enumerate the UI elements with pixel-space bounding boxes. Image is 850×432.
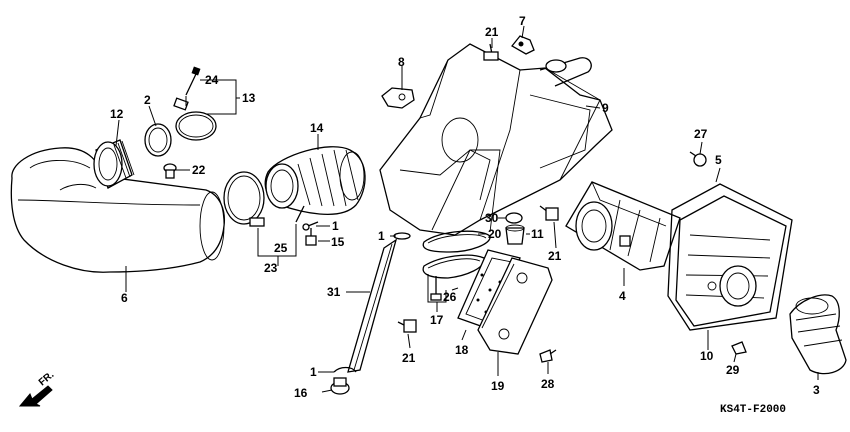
part-1-clip-lower xyxy=(333,366,357,373)
callout-26: 26 xyxy=(443,290,457,304)
part-25-clamp-band xyxy=(223,171,265,227)
callout-14: 14 xyxy=(310,121,324,135)
part-5-gasket xyxy=(667,183,793,331)
leader-lines xyxy=(115,25,819,393)
part-1-clip-mid xyxy=(393,232,411,240)
part-17-screw xyxy=(430,276,442,301)
callout-21-right: 21 xyxy=(548,249,562,263)
callout-1-upper: 1 xyxy=(332,219,339,233)
callout-29: 29 xyxy=(726,363,740,377)
fr-label: FR. xyxy=(37,369,57,388)
callout-16: 16 xyxy=(294,386,308,400)
part-26-seal xyxy=(422,254,485,279)
part-7-clip xyxy=(511,35,535,55)
part-31-tube xyxy=(347,238,398,373)
part-21-bolt-right xyxy=(539,205,559,221)
part-1-clip-upper xyxy=(302,221,319,231)
part-4-element-assy xyxy=(565,181,681,271)
callout-6: 6 xyxy=(121,291,128,305)
part-25-screw-line xyxy=(295,205,305,223)
part-11-drain-plug xyxy=(505,224,525,245)
part-21-bolt-middle xyxy=(397,319,417,333)
part-27-bolt xyxy=(689,151,707,167)
callout-20: 20 xyxy=(488,227,502,241)
part-30-clip xyxy=(505,212,523,224)
part-21-bolt-top xyxy=(483,43,499,61)
callout-15: 15 xyxy=(331,235,345,249)
callout-labels: 12 2 24 13 22 14 1 15 25 23 6 8 9 7 21 1… xyxy=(110,14,820,400)
callout-24: 24 xyxy=(205,73,219,87)
part-6-intake-duct xyxy=(10,147,226,273)
callout-21-middle: 21 xyxy=(402,351,416,365)
callout-30: 30 xyxy=(485,211,499,225)
part-15-screw xyxy=(305,228,317,246)
part-28-screw xyxy=(539,349,557,363)
callout-25: 25 xyxy=(274,241,288,255)
part-12-connecting-boot xyxy=(93,139,135,189)
callout-17: 17 xyxy=(430,313,444,327)
callout-11: 11 xyxy=(531,227,544,241)
callout-9: 9 xyxy=(602,101,609,115)
callout-2: 2 xyxy=(144,93,151,107)
callout-13: 13 xyxy=(242,91,256,105)
part-2-band xyxy=(144,123,172,157)
part-22-bolt xyxy=(163,163,177,179)
callout-7: 7 xyxy=(519,14,526,28)
part-16-cap xyxy=(330,377,350,395)
part-8-bracket xyxy=(381,87,415,109)
callout-18: 18 xyxy=(455,343,469,357)
callout-1-lower: 1 xyxy=(310,365,317,379)
callout-4: 4 xyxy=(619,289,626,303)
callout-19: 19 xyxy=(491,379,505,393)
callout-1-middle: 1 xyxy=(378,229,385,243)
diagram-code: KS4T-F2000 xyxy=(720,404,786,416)
callout-31: 31 xyxy=(327,285,341,299)
part-14-connecting-tube xyxy=(264,146,366,216)
callout-27: 27 xyxy=(694,127,708,141)
part-24-screw xyxy=(185,66,201,96)
part-13-clamp-band xyxy=(173,97,217,141)
front-direction-arrow: FR. xyxy=(18,369,57,407)
part-20-seal xyxy=(422,230,491,253)
callout-28: 28 xyxy=(541,377,555,391)
callout-12: 12 xyxy=(110,107,124,121)
part-10-case-cover xyxy=(675,195,787,327)
callout-8: 8 xyxy=(398,55,405,69)
callout-23: 23 xyxy=(264,261,278,275)
part-3-funnel xyxy=(789,294,847,375)
callout-3: 3 xyxy=(813,383,820,397)
callout-10: 10 xyxy=(700,349,714,363)
callout-22: 22 xyxy=(192,163,206,177)
part-29-screw xyxy=(731,341,747,355)
part-19-element-cover xyxy=(477,257,553,355)
callout-5: 5 xyxy=(715,153,722,167)
callout-21-top: 21 xyxy=(485,25,499,39)
